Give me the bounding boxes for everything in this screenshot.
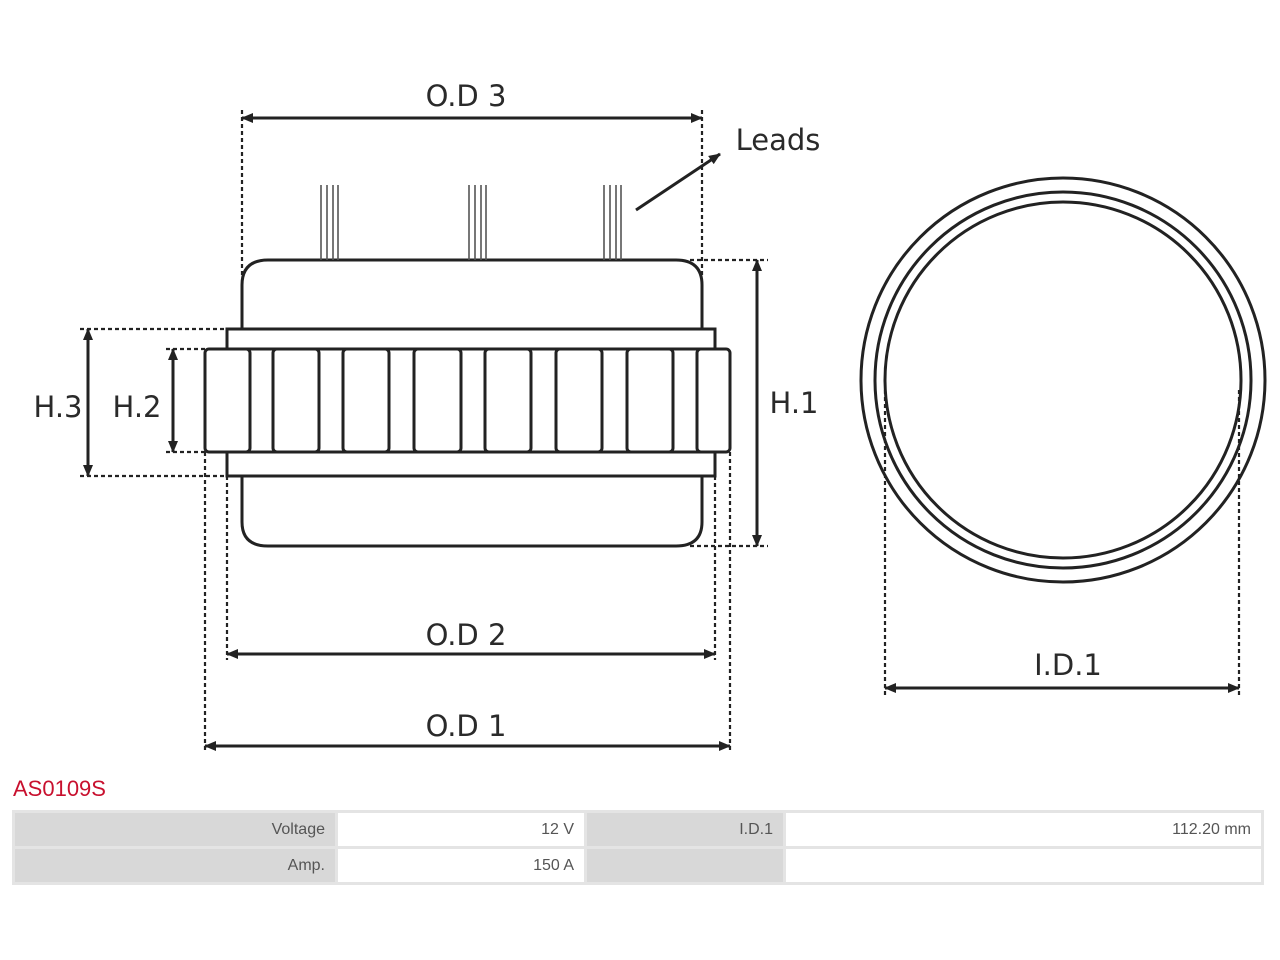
label-h2: H.2 xyxy=(113,390,162,424)
leads-pointer xyxy=(635,152,721,212)
coil-slots xyxy=(203,347,732,454)
lead-wires xyxy=(320,185,622,260)
dimension-arrows xyxy=(83,113,1240,751)
spec-value: 12 V xyxy=(338,813,584,846)
spec-key: I.D.1 xyxy=(587,813,783,846)
spec-value xyxy=(786,849,1261,882)
spec-table: Voltage 12 V I.D.1 112.20 mm Amp. 150 A xyxy=(12,810,1264,885)
label-od2: O.D 2 xyxy=(426,618,507,652)
spec-row: Amp. 150 A xyxy=(15,849,1261,882)
stator-front-view xyxy=(859,176,1267,584)
spec-key xyxy=(587,849,783,882)
stator-side-view xyxy=(203,152,732,548)
spec-key: Voltage xyxy=(15,813,335,846)
spec-row: Voltage 12 V I.D.1 112.20 mm xyxy=(15,813,1261,846)
spec-key: Amp. xyxy=(15,849,335,882)
label-leads: Leads xyxy=(736,123,821,157)
spec-value: 112.20 mm xyxy=(786,813,1261,846)
part-number: AS0109S xyxy=(13,776,106,801)
label-h1: H.1 xyxy=(770,386,819,420)
label-id1: I.D.1 xyxy=(1034,648,1102,682)
label-od1: O.D 1 xyxy=(426,709,507,743)
spec-value: 150 A xyxy=(338,849,584,882)
label-od3: O.D 3 xyxy=(426,79,507,113)
label-h3: H.3 xyxy=(34,390,83,424)
stator-diagram: O.D 3 O.D 2 O.D 1 H.1 H.2 H.3 I.D.1 Lead… xyxy=(34,79,1267,752)
